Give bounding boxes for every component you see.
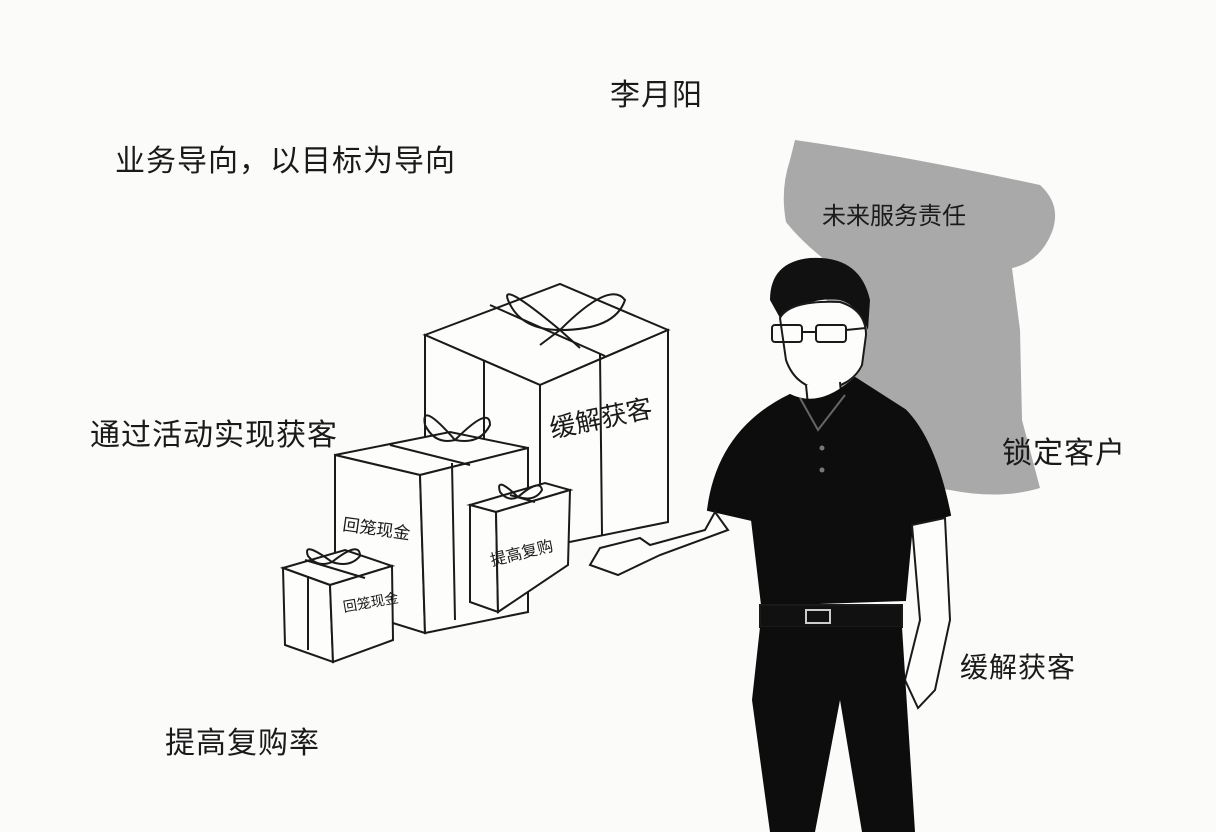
man-figure bbox=[588, 257, 952, 832]
page-title: 李月阳 bbox=[610, 78, 703, 113]
label-business-oriented: 业务导向，以目标为导向 bbox=[115, 144, 456, 179]
banner-text: 未来服务责任 bbox=[822, 202, 966, 230]
label-raise-repurchase-rate: 提高复购率 bbox=[165, 726, 320, 761]
gift-box-small-left bbox=[279, 548, 396, 664]
label-acquire-via-activity: 通过活动实现获客 bbox=[90, 418, 338, 453]
gift-box-small-right bbox=[466, 481, 574, 614]
label-lock-customer: 锁定客户 bbox=[1002, 436, 1126, 471]
label-ease-acquisition: 缓解获客 bbox=[960, 651, 1077, 684]
glasses-icon bbox=[771, 324, 867, 343]
